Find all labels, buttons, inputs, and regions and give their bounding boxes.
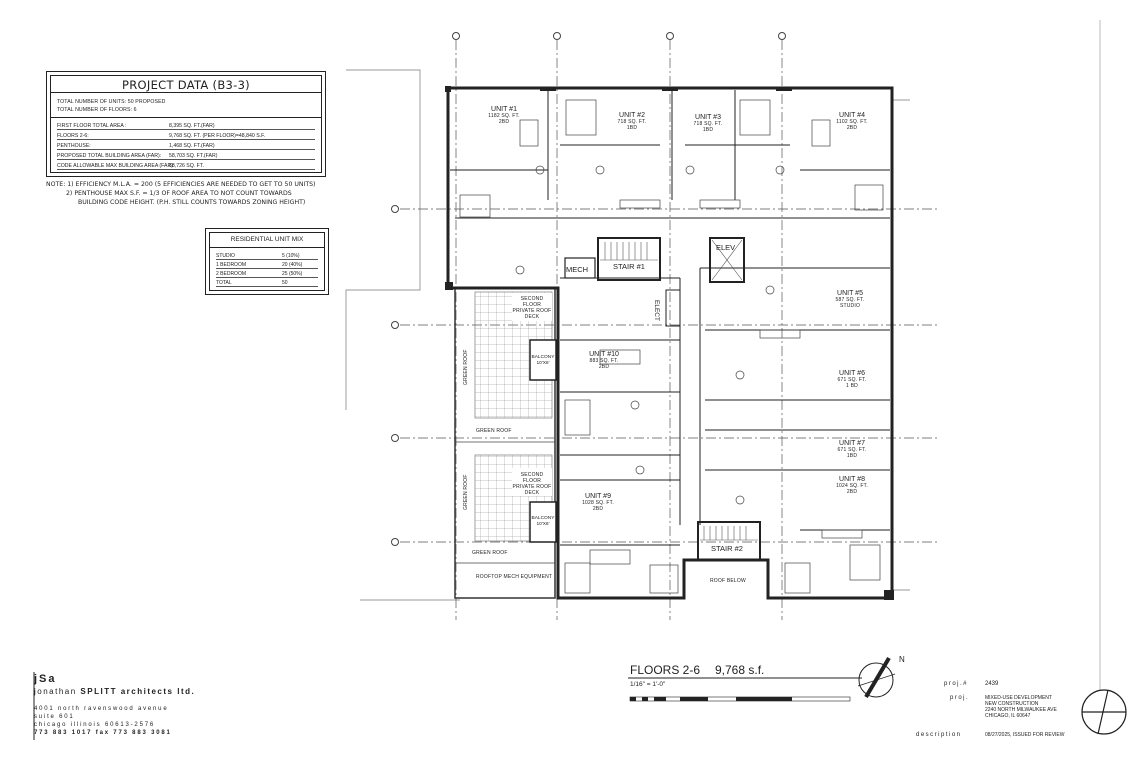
deck-label-2: SECOND FLOOR PRIVATE ROOF DECK — [512, 472, 552, 496]
total-floors-line: TOTAL NUMBER OF FLOORS: 6 — [57, 107, 137, 113]
unit-label-8: UNIT #8 1024 SQ. FT. 2BD — [836, 476, 868, 495]
grid-bubbles — [391, 32, 786, 546]
unit-label-5: UNIT #5 587 SQ. FT. STUDIO — [835, 290, 865, 309]
table-rule — [210, 247, 324, 248]
proj-label: proj. — [950, 695, 970, 701]
table-row: PENTHOUSE:1,468 SQ. FT.(FAR) — [57, 142, 315, 150]
unit-label-6: UNIT #6 671 SQ. FT. 1 BD — [837, 370, 867, 389]
elect-label: ELECT — [653, 300, 660, 321]
firm-address-line-2: suite 601 — [34, 714, 75, 720]
stair-1 — [597, 237, 661, 281]
firm-name: jonathan SPLITT architects ltd. — [34, 687, 196, 696]
stair-2 — [697, 521, 761, 561]
unit-label-2: UNIT #2 718 SQ. FT. 1BD — [617, 112, 647, 131]
window-marks — [445, 86, 894, 600]
fixtures — [459, 99, 884, 594]
proj-description: MIXED-USE DEVELOPMENT NEW CONSTRUCTION 2… — [985, 695, 1057, 719]
roof-below-label: ROOF BELOW — [710, 578, 746, 584]
drawing-area: 9,768 s.f. — [715, 663, 765, 677]
mech-label: MECH — [566, 265, 589, 274]
green-roof-label-2: GREEN ROOF — [472, 550, 508, 556]
description-label: description — [916, 732, 962, 738]
graphic-scale — [629, 696, 851, 702]
unit-label-9: UNIT #9 1028 SQ. FT. 2BD — [582, 493, 614, 512]
project-data-table: PROJECT DATA (B3-3) TOTAL NUMBER OF UNIT… — [46, 71, 326, 177]
firm-logo: jSa — [34, 673, 57, 685]
note-2: 2) PENTHOUSE MAX S.F. = 1/3 OF ROOF AREA… — [66, 190, 292, 197]
firm-address-line-1: 4001 north ravenswood avenue — [34, 706, 169, 712]
drawing-title: FLOORS 2-6 — [630, 663, 701, 677]
proj-number-label: proj.# — [944, 681, 969, 687]
table-row: PROPOSED TOTAL BUILDING AREA (FAR):58,70… — [57, 152, 315, 160]
green-roof-label-vertical-1: GREEN ROOF — [463, 349, 469, 385]
rooftop-mech-label: ROOFTOP MECH EQUIPMENT — [476, 574, 553, 580]
firm-phone: 773 883 1017 fax 773 883 3081 — [34, 730, 172, 736]
revision-seal — [1081, 689, 1127, 735]
deck-label-1: SECOND FLOOR PRIVATE ROOF DECK — [512, 296, 552, 320]
unit-label-4: UNIT #4 1102 SQ. FT. 2BD — [836, 112, 868, 131]
table-row: FIRST FLOOR TOTAL AREA :8,395 SQ. FT.(FA… — [57, 122, 315, 130]
unit-label-10: UNIT #10 883 SQ. FT. 2BD — [589, 351, 619, 370]
mech-room — [564, 257, 596, 279]
stair-1-label: STAIR #1 — [613, 262, 645, 271]
note-3: BUILDING CODE HEIGHT. (P.H. STILL COUNTS… — [78, 199, 306, 206]
firm-address-line-3: chicago illinois 60613-2576 — [34, 722, 155, 728]
unit-label-3: UNIT #3 718 SQ. FT. 1BD — [693, 114, 723, 133]
property-lines — [345, 69, 910, 601]
table-row: CODE ALLOWABLE MAX BUILDING AREA (FAR):5… — [57, 162, 315, 170]
note-1: NOTE: 1) EFFICIENCY M.L.A. = 200 (5 EFFI… — [46, 181, 316, 188]
total-units-line: TOTAL NUMBER OF UNITS: 50 PROPOSED — [57, 99, 166, 105]
proj-number: 2439 — [985, 681, 999, 687]
north-label: N — [899, 655, 905, 664]
green-roof-area — [454, 287, 557, 599]
green-roof-label-1: GREEN ROOF — [476, 428, 512, 434]
unit-mix-title: RESIDENTIAL UNIT MIX — [230, 236, 304, 243]
unit-label-1: UNIT #1 1182 SQ. FT. 2BD — [488, 106, 520, 125]
description-value: 08/27/2025, ISSUED FOR REVIEW — [985, 732, 1065, 738]
green-roof-label-vertical-2: GREEN ROOF — [463, 474, 469, 510]
building-outline — [446, 86, 894, 600]
drawing-scale: 1/16" = 1'-0" — [630, 681, 666, 688]
elect-room — [665, 289, 681, 327]
table-rule — [51, 117, 321, 118]
elev-label: ELEV — [716, 243, 736, 252]
unit-label-7: UNIT #7 671 SQ. FT. 1BD — [837, 440, 867, 459]
table-row: FLOORS 2-6:9,768 SQ. FT. (PER FLOOR)=48,… — [57, 132, 315, 140]
stair-2-label: STAIR #2 — [711, 544, 743, 553]
elevator — [709, 237, 745, 283]
project-data-title: PROJECT DATA (B3-3) — [51, 78, 321, 93]
north-arrow — [857, 656, 896, 699]
